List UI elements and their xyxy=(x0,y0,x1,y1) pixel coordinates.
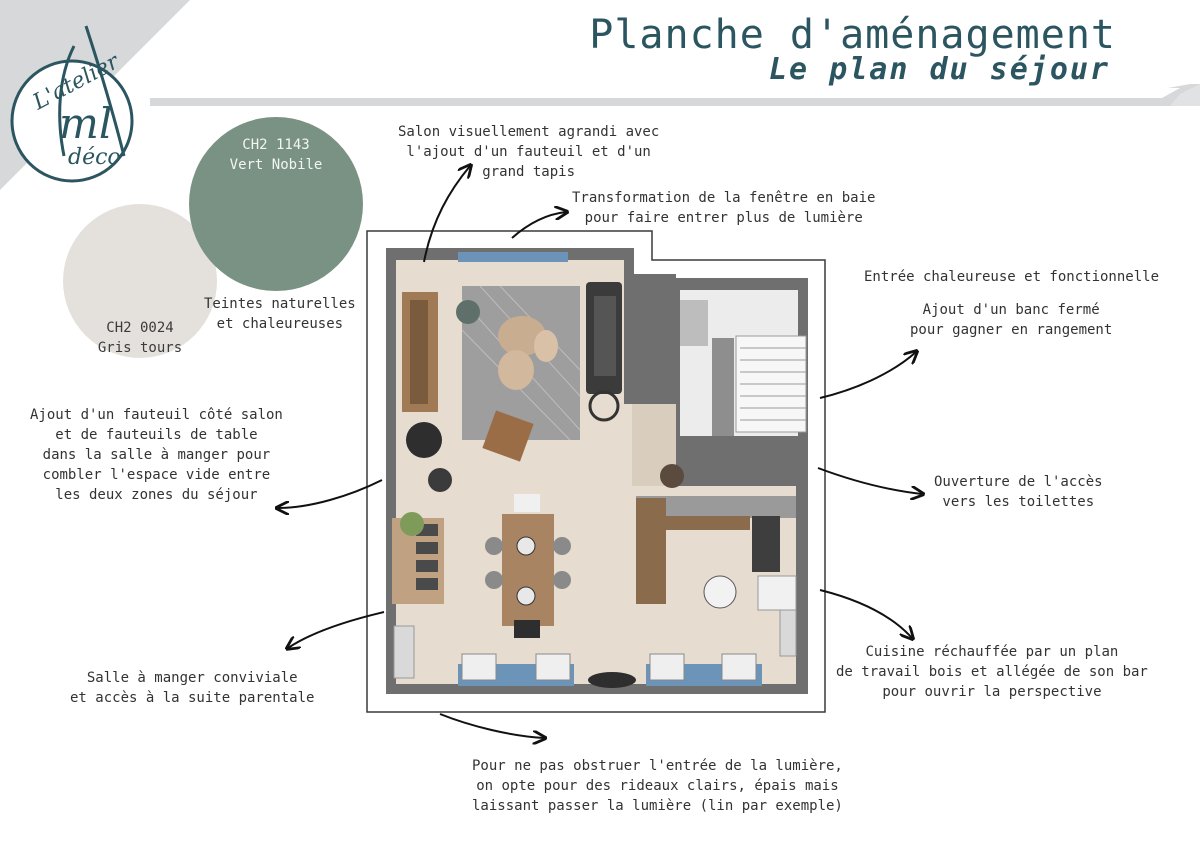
note-toilettes: Ouverture de l'accès vers les toilettes xyxy=(934,474,1103,510)
swatch-code: CH2 1143 xyxy=(242,137,310,153)
note-fenetre: Transformation de la fenêtre en baie pou… xyxy=(572,190,876,226)
palette-caption: Teintes naturelles et chaleureuses xyxy=(204,296,356,332)
swatch-gris-tours: CH2 0024 Gris tours xyxy=(63,204,217,358)
header-stripe xyxy=(150,84,1200,106)
note-fauteuil: Ajout d'un fauteuil côté salon et de fau… xyxy=(30,407,283,503)
swatch-code: CH2 0024 xyxy=(106,320,174,336)
swatch-name: Vert Nobile xyxy=(229,157,323,173)
atelier-logo: L'atelier ml déco xyxy=(4,6,166,186)
note-salon: Salon visuellement agrandi avec l'ajout … xyxy=(398,124,660,180)
swatch-name: Gris tours xyxy=(97,340,183,356)
note-entree-title: Entrée chaleureuse et fonctionnelle xyxy=(864,269,1160,285)
logo-monogram: ml xyxy=(59,99,112,148)
note-salle: Salle à manger conviviale et accès à la … xyxy=(70,670,315,706)
note-rideaux: Pour ne pas obstruer l'entrée de la lumi… xyxy=(472,758,843,814)
logo-icon: L'atelier ml déco xyxy=(10,25,134,183)
note-cuisine: Cuisine réchauffée par un plan de travai… xyxy=(836,644,1148,700)
note-entree: Ajout d'un banc fermé pour gagner en ran… xyxy=(910,302,1113,338)
page-subtitle: Le plan du séjour xyxy=(768,52,1110,87)
logo-text-bottom: déco xyxy=(68,145,121,170)
page-title: Planche d'aménagement xyxy=(589,12,1116,58)
swatch-vert-nobile: CH2 1143 Vert Nobile xyxy=(189,117,363,291)
